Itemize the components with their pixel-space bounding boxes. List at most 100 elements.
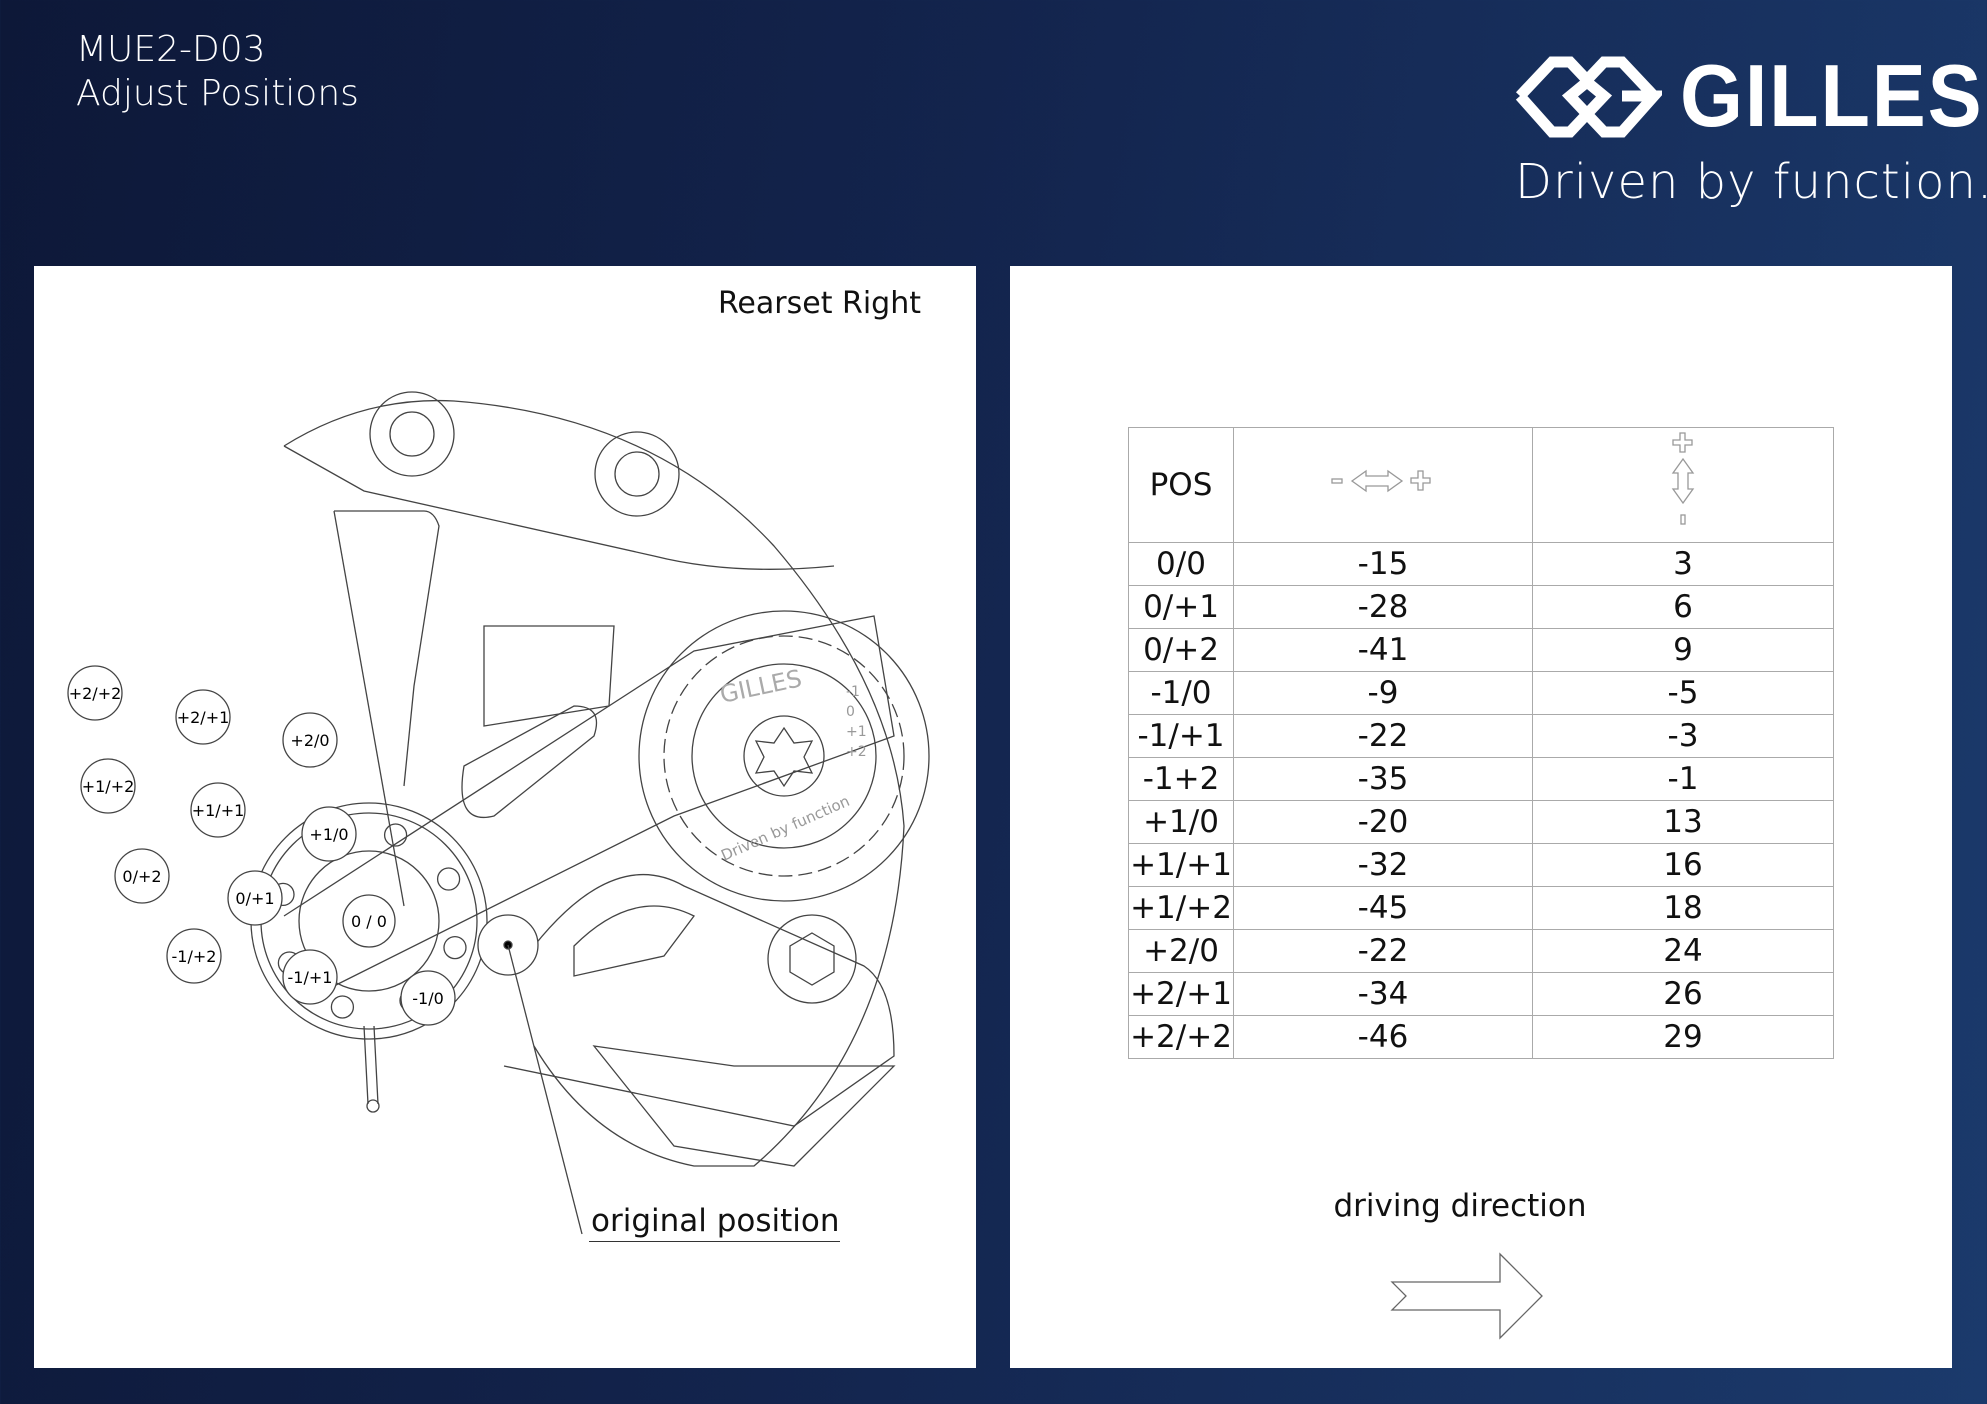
cell-vertical: 24	[1532, 929, 1834, 973]
hub-hole	[443, 935, 467, 960]
cell-horizontal: -41	[1233, 628, 1533, 672]
position-marker: +1/0	[301, 806, 357, 862]
cell-pos: +1/0	[1128, 800, 1234, 844]
plate-tagline: Driven by function	[718, 792, 852, 865]
cell-horizontal: -45	[1233, 886, 1533, 930]
position-label: +1/+2	[82, 777, 135, 796]
brand-tagline: Driven by function.	[1515, 154, 1987, 210]
gilles-logo: GILLES Driven by function.	[1512, 48, 1987, 218]
cell-pos: 0/0	[1128, 542, 1234, 586]
position-marker: -1/+1	[282, 949, 338, 1005]
cell-pos: +2/+1	[1128, 972, 1234, 1016]
rearset-diagram-panel: Rearset Right	[34, 266, 976, 1368]
header-pos: POS	[1128, 427, 1234, 543]
position-marker: +2/+2	[67, 665, 123, 721]
cell-vertical: -3	[1532, 714, 1834, 758]
cell-vertical: 18	[1532, 886, 1834, 930]
position-marker: +1/+1	[190, 782, 246, 838]
hub-hole	[383, 823, 408, 847]
position-marker: 0/+2	[114, 848, 170, 904]
cell-horizontal: -20	[1233, 800, 1533, 844]
horizontal-arrow-icon	[1331, 469, 1431, 493]
scale-mark: -1	[846, 684, 860, 700]
brand-wordmark: GILLES	[1680, 46, 1984, 145]
position-marker: -1/+2	[166, 928, 222, 984]
position-marker: -1/0	[400, 970, 456, 1026]
vertical-arrow-icon	[1671, 432, 1695, 525]
cell-vertical: 13	[1532, 800, 1834, 844]
position-label: -1/+1	[288, 968, 333, 987]
position-label: +1/0	[309, 825, 348, 844]
cell-pos: +2/+2	[1128, 1015, 1234, 1059]
position-marker: 0 / 0	[342, 894, 396, 948]
cell-horizontal: -15	[1233, 542, 1533, 586]
cell-horizontal: -34	[1233, 972, 1533, 1016]
scale-mark: +1	[846, 724, 867, 740]
cell-vertical: -5	[1532, 671, 1834, 715]
cell-vertical: -1	[1532, 757, 1834, 801]
cell-vertical: 26	[1532, 972, 1834, 1016]
position-label: 0/+1	[235, 889, 274, 908]
adjust-table-panel: POS 0	[1010, 266, 1952, 1368]
cell-pos: -1/+1	[1128, 714, 1234, 758]
position-label: 0/+2	[122, 867, 161, 886]
position-label: 0 / 0	[351, 912, 387, 931]
hub-hole	[330, 995, 355, 1019]
table-row: -1+2-35-1	[1128, 757, 1834, 801]
position-label: -1/+2	[172, 947, 217, 966]
cell-pos: +2/0	[1128, 929, 1234, 973]
position-marker: 0/+1	[227, 870, 283, 926]
cell-vertical: 9	[1532, 628, 1834, 672]
cell-pos: -1+2	[1128, 757, 1234, 801]
position-label: -1/0	[412, 989, 444, 1008]
cell-vertical: 3	[1532, 542, 1834, 586]
original-position-label: original position	[589, 1203, 840, 1242]
position-label: +1/+1	[192, 801, 245, 820]
header-vertical	[1532, 427, 1834, 543]
position-label: +2/+1	[177, 708, 230, 727]
cell-horizontal: -35	[1233, 757, 1533, 801]
cell-horizontal: -9	[1233, 671, 1533, 715]
cell-pos: +1/+2	[1128, 886, 1234, 930]
scale-mark: 0	[846, 704, 855, 720]
cell-vertical: 6	[1532, 585, 1834, 629]
cell-horizontal: -32	[1233, 843, 1533, 887]
table-row: -1/0-9-5	[1128, 671, 1834, 715]
plate-brand: GILLES	[717, 664, 804, 709]
hub-hole	[436, 867, 461, 891]
position-label: +2/+2	[69, 684, 122, 703]
part-code: MUE2-D03	[76, 29, 266, 70]
scale-mark: +2	[846, 744, 867, 760]
position-marker: +2/0	[282, 712, 338, 768]
position-marker: +2/+1	[175, 689, 231, 745]
rearset-drawing: GILLES Driven by function -1 0 +1 +2 +2/+2 +…	[67, 391, 930, 1235]
table-header-row: POS	[1128, 427, 1834, 543]
cell-horizontal: -22	[1233, 714, 1533, 758]
header-horizontal	[1233, 427, 1533, 543]
driving-direction-label: driving direction	[1333, 1188, 1587, 1224]
table-row: -1/+1-22-3	[1128, 714, 1834, 758]
cell-horizontal: -46	[1233, 1015, 1533, 1059]
cell-vertical: 29	[1532, 1015, 1834, 1059]
position-label: +2/0	[290, 731, 329, 750]
document-header: MUE2-D03 Adjust Positions	[76, 28, 359, 116]
cell-horizontal: -22	[1233, 929, 1533, 973]
position-table: POS 0	[1128, 427, 1834, 1059]
cell-pos: -1/0	[1128, 671, 1234, 715]
gilles-emblem-icon	[1515, 56, 1662, 138]
driving-direction-arrow-icon	[1390, 1252, 1543, 1340]
cell-vertical: 16	[1532, 843, 1834, 887]
cell-pos: 0/+2	[1128, 628, 1234, 672]
cell-pos: 0/+1	[1128, 585, 1234, 629]
page-title: Adjust Positions	[76, 73, 359, 114]
diagram-title: Rearset Right	[717, 286, 921, 321]
